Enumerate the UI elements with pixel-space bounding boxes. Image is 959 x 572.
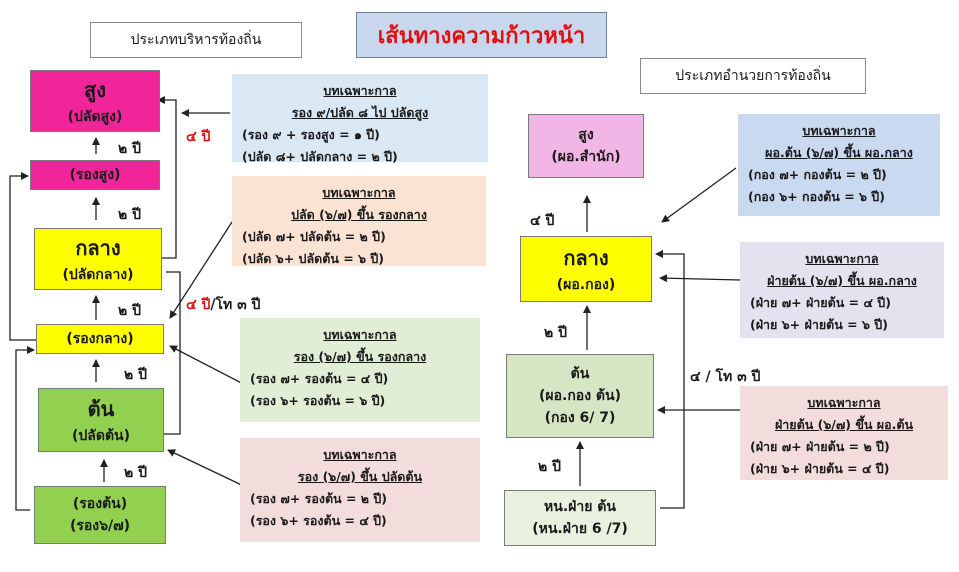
- left-note-3: บทเฉพาะกาล รอง (๖/๗) ขึ้น รองกลาง (รอง ๗…: [240, 318, 480, 422]
- left-note-4: บทเฉพาะกาล รอง (๖/๗) ขึ้น ปลัดต้น (รอง ๗…: [240, 438, 480, 542]
- left-note-2-heading: บทเฉพาะกาล: [322, 185, 396, 200]
- right-box-mid-main: กลาง: [563, 246, 609, 270]
- left-box-high-main: สูง: [84, 78, 106, 102]
- right-note-1-subheading: ผอ.ต้น (๖/๗) ขึ้น ผอ.กลาง: [765, 145, 913, 160]
- left-note-2-line2: (ปลัด ๖+ ปลัดต้น = ๖ ปี): [242, 251, 385, 266]
- left-category-text: ประเภทบริหารท้องถิ่น: [130, 32, 262, 48]
- right-note-3: บทเฉพาะกาล ฝ่ายต้น (๖/๗) ขึ้น ผอ.ต้น (ฝ่…: [740, 386, 948, 480]
- right-box-section-line2: (หน.ฝ่าย 6 /7): [532, 521, 628, 537]
- right-box-base-sub: (ผอ.กอง ต้น): [539, 388, 621, 404]
- right-year-mid-gap: ๒ ปี: [544, 325, 567, 341]
- left-year-side-high: ๔ ปี: [186, 129, 211, 145]
- left-box-deputy-mid-main: (รองกลาง): [66, 331, 134, 347]
- left-note-4-heading: บทเฉพาะกาล: [323, 447, 397, 462]
- left-note-2-line1: (ปลัด ๗+ ปลัดต้น = ๒ ปี): [242, 229, 386, 244]
- left-box-high: สูง (ปลัดสูง): [30, 70, 160, 132]
- right-box-base-sub2: (กอง 6/ 7): [544, 410, 616, 426]
- right-note-3-line1: (ฝ่าย ๗+ ฝ่ายต้น = ๒ ปี): [750, 439, 890, 454]
- right-category-label: ประเภทอำนวยการท้องถิ่น: [640, 58, 866, 94]
- left-box-mid: กลาง (ปลัดกลาง): [34, 228, 162, 290]
- right-note-2-heading: บทเฉพาะกาล: [805, 251, 879, 266]
- left-note-3-subheading: รอง (๖/๗) ขึ้น รองกลาง: [293, 349, 427, 364]
- left-box-mid-sub: (ปลัดกลาง): [62, 267, 134, 283]
- left-note-1-line1: (รอง ๙ + รองสูง = ๑ ปี): [242, 127, 380, 142]
- right-year-base-gap: ๒ ปี: [538, 459, 561, 475]
- right-box-mid-sub: (ผอ.กอง): [556, 277, 616, 293]
- right-box-mid: กลาง (ผอ.กอง): [520, 236, 652, 302]
- right-note-3-subheading: ฝ่ายต้น (๖/๗) ขึ้น ผอ.ต้น: [774, 417, 914, 432]
- right-box-base: ต้น (ผอ.กอง ต้น) (กอง 6/ 7): [506, 354, 654, 438]
- left-note-3-heading: บทเฉพาะกาล: [323, 327, 397, 342]
- right-box-high-sub: (ผอ.สำนัก): [551, 149, 621, 165]
- right-box-base-main: ต้น: [570, 366, 590, 382]
- right-note-2-subheading: ฝ่ายต้น (๖/๗) ขึ้น ผอ.กลาง: [767, 273, 917, 288]
- right-year-side: ๔ / โท ๓ ปี: [690, 369, 761, 385]
- left-note-1: บทเฉพาะกาล รอง ๙/ปลัด ๘ ไป ปลัดสูง (รอง …: [232, 74, 488, 164]
- left-year-base-gap: ๒ ปี: [124, 465, 147, 481]
- right-category-text: ประเภทอำนวยการท้องถิ่น: [675, 68, 831, 84]
- left-note-3-line2: (รอง ๖+ รองต้น = ๖ ปี): [250, 393, 386, 408]
- right-note-2: บทเฉพาะกาล ฝ่ายต้น (๖/๗) ขึ้น ผอ.กลาง (ฝ…: [740, 242, 944, 338]
- left-box-base: ต้น (ปลัดต้น): [38, 388, 164, 452]
- right-note-1-heading: บทเฉพาะกาล: [802, 123, 876, 138]
- right-box-section: หน.ฝ่าย ต้น (หน.ฝ่าย 6 /7): [504, 490, 656, 546]
- right-box-high-main: สูง: [578, 127, 594, 143]
- left-box-mid-main: กลาง: [75, 236, 121, 260]
- right-note-2-line2: (ฝ่าย ๖+ ฝ่ายต้น = ๖ ปี): [750, 317, 888, 332]
- right-note-2-line1: (ฝ่าย ๗+ ฝ่ายต้น = ๔ ปี): [750, 295, 891, 310]
- left-note-1-subheading: รอง ๙/ปลัด ๘ ไป ปลัดสูง: [291, 105, 429, 120]
- left-category-label: ประเภทบริหารท้องถิ่น: [90, 22, 302, 58]
- left-year-side-mid: ๔ ปี/โท ๓ ปี: [186, 294, 260, 316]
- right-note-1: บทเฉพาะกาล ผอ.ต้น (๖/๗) ขึ้น ผอ.กลาง (กอ…: [738, 114, 940, 216]
- right-box-high: สูง (ผอ.สำนัก): [528, 114, 644, 178]
- right-note-1-line1: (กอง ๗+ กองต้น = ๒ ปี): [748, 167, 887, 182]
- left-box-deputy-base-line2: (รอง๖/๗): [69, 518, 131, 534]
- left-note-4-line1: (รอง ๗+ รองต้น = ๒ ปี): [250, 491, 388, 506]
- left-box-deputy-mid: (รองกลาง): [36, 324, 164, 354]
- left-year-high-gap: ๒ ปี: [118, 141, 141, 157]
- left-year-deputy-high-gap: ๒ ปี: [118, 207, 141, 223]
- left-box-deputy-high: (รองสูง): [30, 160, 160, 190]
- left-note-1-heading: บทเฉพาะกาล: [323, 83, 397, 98]
- right-note-1-line2: (กอง ๖+ กองต้น = ๖ ปี): [748, 189, 885, 204]
- right-note-3-heading: บทเฉพาะกาล: [807, 395, 881, 410]
- left-box-base-main: ต้น: [87, 397, 115, 421]
- left-note-2: บทเฉพาะกาล ปลัด (๖/๗) ขึ้น รองกลาง (ปลัด…: [232, 176, 486, 266]
- left-box-deputy-base: (รองต้น) (รอง๖/๗): [34, 486, 166, 544]
- left-year-side-mid-black: /โท ๓ ปี: [210, 297, 261, 313]
- left-box-deputy-high-main: (รองสูง): [69, 167, 121, 183]
- right-year-high-gap: ๔ ปี: [530, 213, 555, 229]
- right-box-section-line1: หน.ฝ่าย ต้น: [544, 499, 616, 515]
- left-year-deputy-mid-gap: ๒ ปี: [124, 367, 147, 383]
- left-year-side-mid-red: ๔ ปี: [186, 297, 211, 313]
- left-box-high-sub: (ปลัดสูง): [67, 109, 123, 125]
- left-note-3-line1: (รอง ๗+ รองต้น = ๔ ปี): [250, 371, 389, 386]
- left-box-base-sub: (ปลัดต้น): [71, 428, 131, 444]
- page-title: เส้นทางความก้าวหน้า: [356, 12, 607, 58]
- left-note-2-subheading: ปลัด (๖/๗) ขึ้น รองกลาง: [291, 207, 427, 222]
- left-note-4-subheading: รอง (๖/๗) ขึ้น ปลัดต้น: [297, 469, 423, 484]
- left-box-deputy-base-line1: (รองต้น): [72, 496, 128, 512]
- left-note-1-line2: (ปลัด ๘+ ปลัดกลาง = ๒ ปี): [242, 149, 398, 164]
- left-note-4-line2: (รอง ๖+ รองต้น = ๔ ปี): [250, 513, 387, 528]
- right-note-3-line2: (ฝ่าย ๖+ ฝ่ายต้น = ๔ ปี): [750, 461, 890, 476]
- left-year-mid-gap: ๒ ปี: [118, 303, 141, 319]
